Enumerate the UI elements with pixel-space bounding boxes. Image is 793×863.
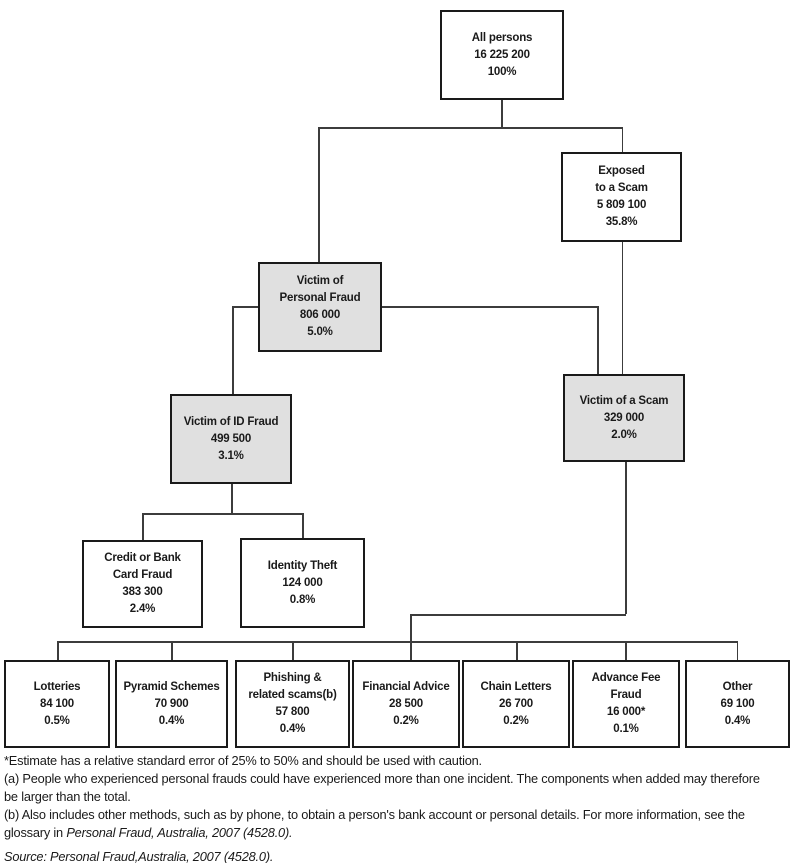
node-percent: 0.4% <box>158 714 185 727</box>
connector-line <box>410 614 626 616</box>
footnote-b-line1: (b) Also includes other methods, such as… <box>4 807 745 822</box>
connector-line <box>231 484 233 513</box>
node-financial-advice: Financial Advice 28 500 0.2% <box>352 660 460 748</box>
connector-line <box>318 127 623 129</box>
connector-line <box>597 306 599 374</box>
footnote-star: *Estimate has a relative standard error … <box>4 753 482 768</box>
footnote-b-line2-citation: Personal Fraud, Australia, 2007 (4528.0)… <box>66 825 293 840</box>
node-label: Victim of Personal Fraud <box>279 275 361 304</box>
connector-line <box>292 641 294 660</box>
node-value: 124 000 <box>282 576 323 589</box>
node-pyramid-schemes: Pyramid Schemes 70 900 0.4% <box>115 660 228 748</box>
node-value: 383 300 <box>122 586 163 598</box>
node-percent: 100% <box>487 65 517 78</box>
node-percent: 5.0% <box>307 326 333 338</box>
connector-line <box>142 513 144 540</box>
node-credit-or-bank-card-fraud: Credit or Bank Card Fraud 383 300 2.4% <box>82 540 203 628</box>
node-victim-of-a-scam: Victim of a Scam 329 000 2.0% <box>563 374 685 462</box>
node-value: 57 800 <box>275 706 310 718</box>
connector-line <box>382 306 598 308</box>
node-percent: 3.1% <box>218 449 244 462</box>
connector-line <box>171 641 173 660</box>
node-value: 5 809 100 <box>596 199 647 211</box>
node-identity-theft: Identity Theft 124 000 0.8% <box>240 538 365 628</box>
node-value: 28 500 <box>389 697 423 710</box>
node-label: Credit or Bank Card Fraud <box>104 552 181 581</box>
source-note: Source: Personal Fraud,Australia, 2007 (… <box>4 849 274 863</box>
node-label: Pyramid Schemes <box>123 680 220 693</box>
connector-line <box>318 127 320 262</box>
node-percent: 2.0% <box>611 428 637 441</box>
node-label: Other <box>722 680 753 693</box>
connector-line <box>621 127 623 152</box>
node-chain-letters: Chain Letters 26 700 0.2% <box>462 660 570 748</box>
connector-line <box>142 513 303 515</box>
connector-line <box>625 641 627 660</box>
node-other: Other 69 100 0.4% <box>685 660 790 748</box>
node-percent: 0.4% <box>279 723 306 735</box>
node-label: Victim of ID Fraud <box>183 415 279 428</box>
node-exposed-to-a-scam: Exposed to a Scam 5 809 100 35.8% <box>561 152 682 242</box>
node-victim-of-personal-fraud: Victim of Personal Fraud 806 000 5.0% <box>258 262 382 352</box>
node-victim-of-id-fraud: Victim of ID Fraud 499 500 3.1% <box>170 394 292 484</box>
node-percent: 2.4% <box>129 603 156 615</box>
node-phishing-related-scams: Phishing & related scams(b) 57 800 0.4% <box>235 660 350 748</box>
node-value: 70 900 <box>154 697 189 710</box>
node-value: 499 500 <box>210 432 252 445</box>
node-value: 16 000* <box>606 706 646 718</box>
node-all-persons: All persons 16 225 200 100% <box>440 10 564 100</box>
node-percent: 0.2% <box>503 714 529 727</box>
node-percent: 0.2% <box>393 714 419 727</box>
connector-line <box>736 641 738 660</box>
footnote-a-line2: be larger than the total. <box>4 789 131 804</box>
connector-line <box>410 614 412 660</box>
node-percent: 0.1% <box>613 723 639 735</box>
connector-line <box>501 100 503 127</box>
connector-line <box>232 306 234 394</box>
node-value: 806 000 <box>299 309 341 321</box>
node-value: 69 100 <box>720 697 755 710</box>
node-percent: 35.8% <box>605 216 638 228</box>
footnote-b-line2: glossary in Personal Fraud, Australia, 2… <box>4 824 790 842</box>
connector-line <box>57 641 738 643</box>
node-advance-fee-fraud: Advance Fee Fraud 16 000* 0.1% <box>572 660 680 748</box>
connector-line <box>57 641 59 660</box>
connector-line <box>302 513 304 538</box>
node-label: All persons <box>471 31 533 44</box>
node-percent: 0.8% <box>289 593 316 606</box>
connector-line <box>516 641 518 660</box>
node-label: Financial Advice <box>362 680 450 693</box>
footnotes: *Estimate has a relative standard error … <box>4 752 790 863</box>
connector-line <box>621 242 623 374</box>
node-label: Exposed to a Scam <box>595 165 648 194</box>
footnote-b-line2-prefix: glossary in <box>4 825 67 840</box>
node-label: Phishing & related scams(b) <box>248 672 337 701</box>
connector-line <box>232 306 258 308</box>
node-label: Advance Fee Fraud <box>591 672 661 701</box>
node-value: 26 700 <box>499 697 533 710</box>
connector-line <box>625 462 627 614</box>
node-value: 329 000 <box>603 411 645 424</box>
node-label: Identity Theft <box>267 559 338 572</box>
node-lotteries: Lotteries 84 100 0.5% <box>4 660 110 748</box>
node-percent: 0.4% <box>724 714 751 727</box>
node-value: 16 225 200 <box>474 48 530 61</box>
node-label: Chain Letters <box>480 680 552 693</box>
node-percent: 0.5% <box>44 714 70 727</box>
node-label: Victim of a Scam <box>579 394 669 407</box>
node-label: Lotteries <box>33 680 81 693</box>
footnote-a-line1: (a) People who experienced personal frau… <box>4 771 760 786</box>
node-value: 84 100 <box>40 697 74 710</box>
